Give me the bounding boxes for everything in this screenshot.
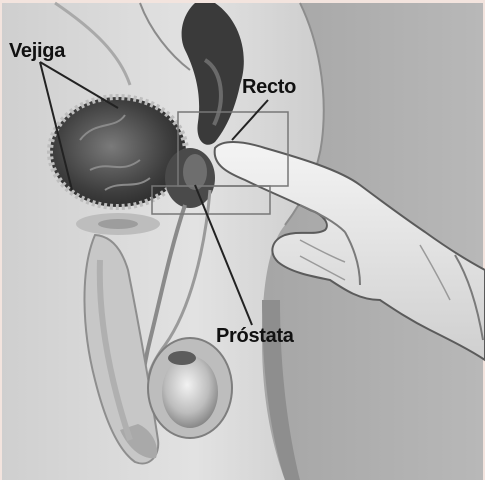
prostate-label: Próstata: [216, 325, 294, 348]
prostate-highlight: [183, 154, 207, 190]
epididymis: [168, 351, 196, 365]
rectum-label: Recto: [242, 76, 296, 99]
pubic-bone-inner: [98, 219, 138, 229]
bladder-label: Vejiga: [9, 40, 65, 63]
testis: [162, 356, 218, 428]
bladder: [50, 97, 186, 207]
